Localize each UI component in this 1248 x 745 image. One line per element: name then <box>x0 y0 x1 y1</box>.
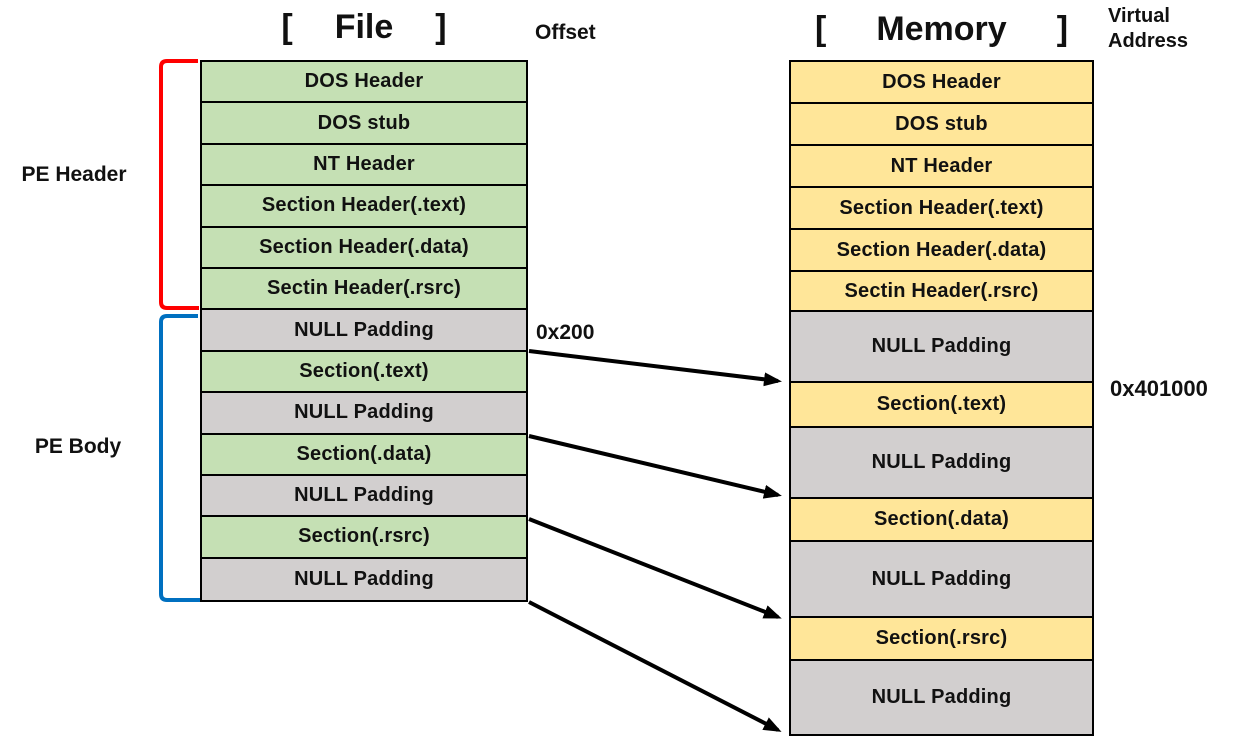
file-offset-value: 0x200 <box>536 321 595 344</box>
memory-row-section-header-data: Section Header(.data) <box>791 230 1092 272</box>
memory-row-nt-header: NT Header <box>791 146 1092 188</box>
arrow-section-rsrc-mapping <box>528 517 782 619</box>
file-row-section-rsrc: Section(.rsrc) <box>202 517 526 559</box>
memory-row-section-text: Section(.text) <box>791 383 1092 428</box>
arrow-section-text-mapping <box>528 349 782 387</box>
file-row-dos-stub: DOS stub <box>202 103 526 145</box>
virtual-address-label-line1: Virtual <box>1108 5 1170 27</box>
memory-title-bracket-right: ] <box>1056 10 1069 48</box>
memory-row-null-padding-4: NULL Padding <box>791 661 1092 734</box>
file-row-null-padding-2: NULL Padding <box>202 393 526 435</box>
file-row-dos-header: DOS Header <box>202 62 526 104</box>
file-column-title: [ File ] <box>200 8 528 47</box>
file-row-section-text: Section(.text) <box>202 351 526 394</box>
file-row-null-padding-3: NULL Padding <box>202 475 526 518</box>
file-title-text: File <box>334 8 394 46</box>
memory-row-dos-header: DOS Header <box>791 62 1092 104</box>
memory-row-section-data: Section(.data) <box>791 499 1092 542</box>
memory-title-text: Memory <box>876 10 1007 48</box>
file-row-section-data: Section(.data) <box>202 434 526 476</box>
arrow-file-end-mapping <box>528 600 782 732</box>
file-column: DOS Header DOS stub NT Header Section He… <box>200 60 528 603</box>
file-row-section-header-rsrc: Sectin Header(.rsrc) <box>202 268 526 311</box>
file-title-bracket-left: [ <box>281 8 293 46</box>
file-row-nt-header: NT Header <box>202 144 526 187</box>
file-row-null-padding-4: NULL Padding <box>202 558 526 601</box>
virtual-address-label-line2: Address <box>1108 30 1189 52</box>
file-row-null-padding-1: NULL Padding <box>202 310 526 352</box>
memory-column: DOS Header DOS stub NT Header Section He… <box>789 60 1094 736</box>
virtual-address-value: 0x401000 <box>1110 376 1208 401</box>
memory-row-section-header-rsrc: Sectin Header(.rsrc) <box>791 272 1092 312</box>
pe-body-label: PE Body <box>34 435 122 458</box>
virtual-address-label: Virtual Address <box>1108 4 1188 54</box>
pe-body-bracket <box>159 314 200 602</box>
memory-column-title: [ Memory ] <box>789 10 1094 49</box>
offset-label: Offset <box>535 21 596 44</box>
file-title-bracket-right: ] <box>435 8 447 46</box>
memory-row-null-padding-2: NULL Padding <box>791 428 1092 499</box>
file-row-section-header-text: Section Header(.text) <box>202 186 526 228</box>
memory-row-dos-stub: DOS stub <box>791 104 1092 146</box>
file-row-section-header-data: Section Header(.data) <box>202 227 526 269</box>
memory-row-null-padding-3: NULL Padding <box>791 542 1092 618</box>
memory-title-bracket-left: [ <box>814 10 827 48</box>
pe-header-bracket <box>159 59 199 310</box>
arrow-section-data-mapping <box>528 434 782 499</box>
memory-row-section-rsrc: Section(.rsrc) <box>791 618 1092 661</box>
pe-header-label: PE Header <box>21 163 127 186</box>
memory-row-section-header-text: Section Header(.text) <box>791 188 1092 230</box>
memory-row-null-padding-1: NULL Padding <box>791 312 1092 383</box>
